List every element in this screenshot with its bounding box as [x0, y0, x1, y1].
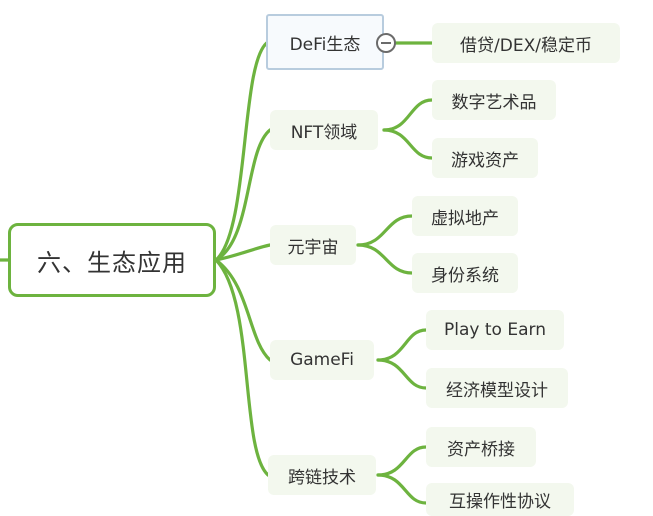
branch-label: NFT领域 [290, 122, 358, 143]
link-metaverse-leaf-2 [356, 243, 414, 275]
leaf-node-nft-1[interactable]: 数字艺术品 [432, 80, 556, 120]
leaf-node-nft-2[interactable]: 游戏资产 [432, 138, 538, 178]
leaf-label: 资产桥接 [447, 439, 515, 460]
link-crosschain-leaf-1 [376, 445, 428, 477]
link-metaverse-leaf-1 [356, 214, 414, 247]
leaf-node-metaverse-2[interactable]: 身份系统 [412, 253, 518, 293]
leaf-label: 数字艺术品 [451, 92, 537, 113]
link-nft-leaf-1 [382, 98, 434, 132]
leaf-node-defi-1[interactable]: 借贷/DEX/稳定币 [432, 23, 620, 63]
leaf-node-gamefi-1[interactable]: Play to Earn [426, 310, 564, 350]
leaf-node-crosschain-2[interactable]: 互操作性协议 [426, 483, 574, 516]
leaf-node-metaverse-1[interactable]: 虚拟地产 [412, 196, 518, 236]
link-root-metaverse [214, 243, 272, 262]
root-node[interactable]: 六、生态应用 [8, 223, 216, 297]
link-root-nft [214, 128, 272, 262]
link-nft-leaf-2 [382, 128, 434, 160]
root-label: 六、生态应用 [37, 248, 187, 277]
faded-watermark-overlay [578, 496, 652, 514]
leaf-label: 游戏资产 [451, 150, 519, 171]
branch-node-gamefi[interactable]: GameFi [270, 340, 374, 380]
leaf-label: 互操作性协议 [449, 492, 551, 512]
link-root-crosschain [214, 258, 270, 477]
branch-node-nft[interactable]: NFT领域 [270, 110, 378, 150]
leaf-label: 虚拟地产 [431, 208, 499, 229]
link-root-defi [214, 40, 270, 262]
link-root-gamefi [214, 258, 272, 362]
leaf-node-crosschain-1[interactable]: 资产桥接 [426, 427, 536, 467]
leaf-label: 借贷/DEX/稳定币 [460, 35, 592, 56]
leaf-label: 经济模型设计 [446, 380, 548, 401]
minus-circle-icon[interactable] [376, 33, 396, 53]
branch-node-crosschain[interactable]: 跨链技术 [268, 455, 376, 495]
leaf-label: 身份系统 [431, 265, 499, 286]
branch-label: DeFi生态 [289, 34, 361, 55]
branch-label: GameFi [290, 350, 354, 370]
link-gamefi-leaf-1 [376, 328, 428, 362]
branch-label: 跨链技术 [288, 467, 356, 488]
leaf-label: Play to Earn [444, 320, 546, 340]
branch-node-metaverse[interactable]: 元宇宙 [270, 225, 356, 265]
link-gamefi-leaf-2 [376, 358, 428, 390]
branch-label: 元宇宙 [287, 237, 339, 258]
branch-node-defi[interactable]: DeFi生态 [266, 14, 384, 70]
link-crosschain-leaf-2 [376, 473, 428, 505]
leaf-node-gamefi-2[interactable]: 经济模型设计 [426, 368, 568, 408]
